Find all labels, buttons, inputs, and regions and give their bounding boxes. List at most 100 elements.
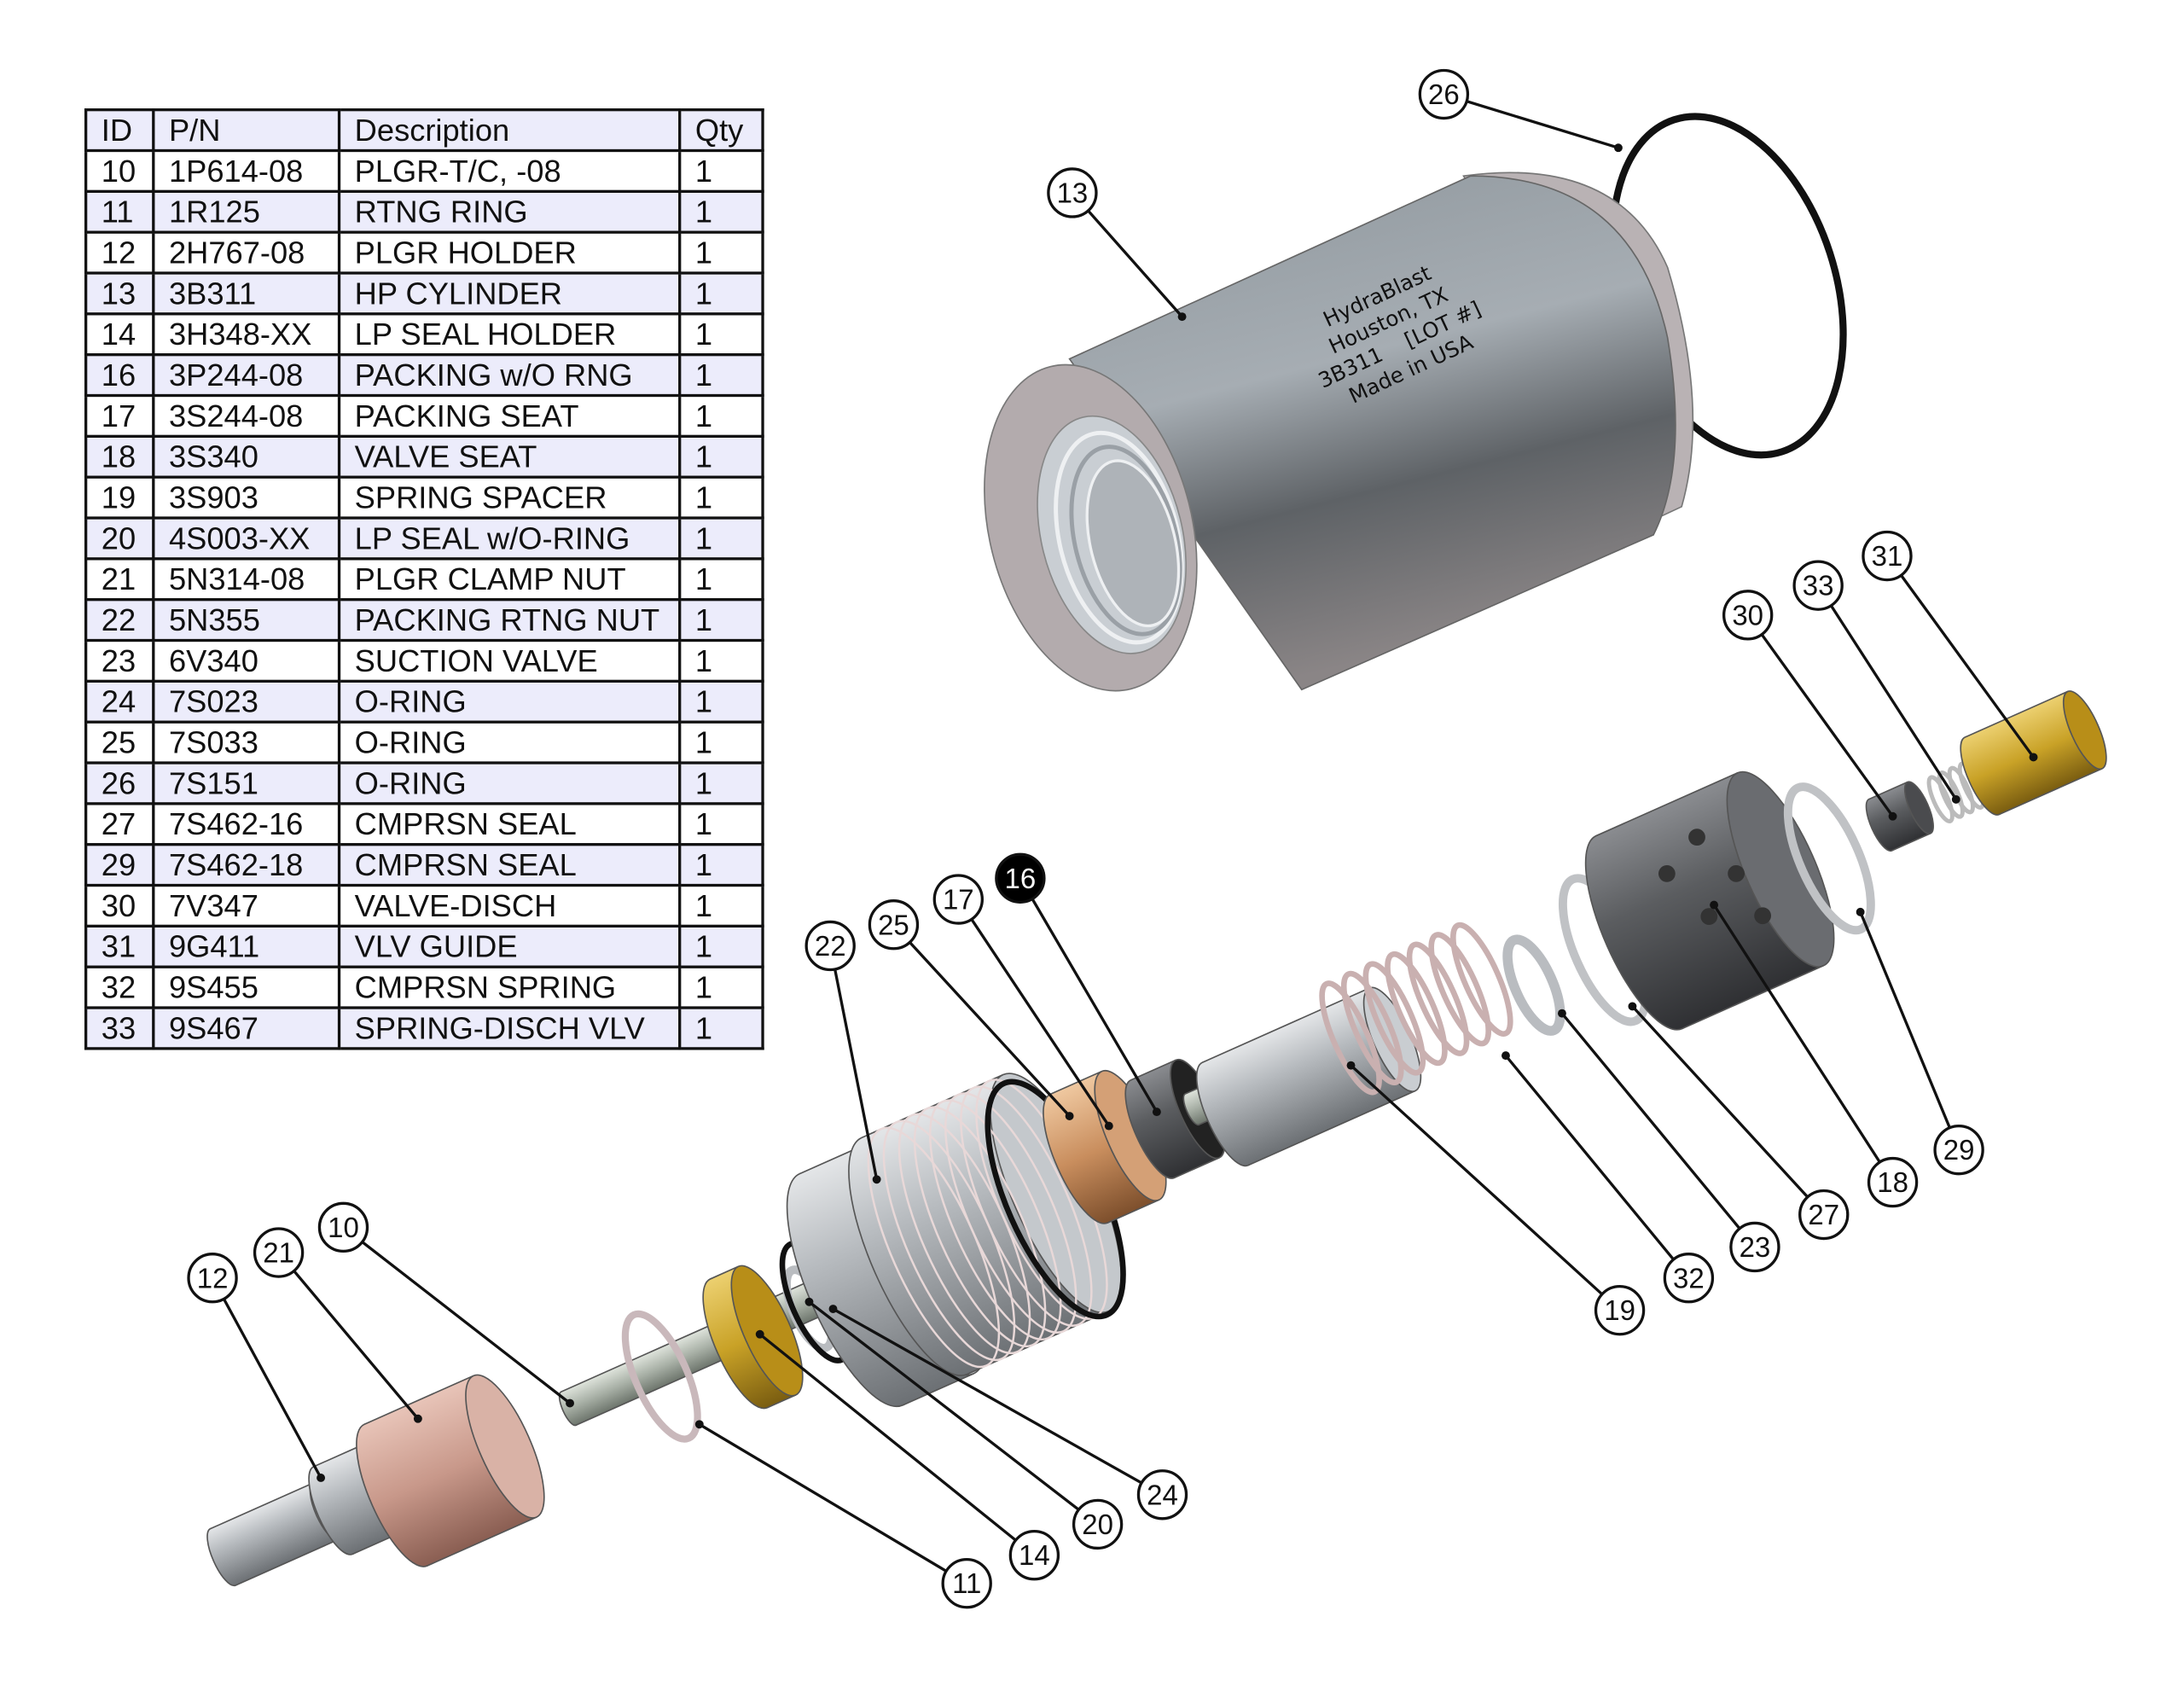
cell-id: 24 (84, 679, 155, 724)
cell-qty: 1 (678, 720, 764, 765)
callout-label: 26 (1428, 78, 1460, 110)
cell-qty: 1 (678, 843, 764, 887)
leader-dot (1502, 1051, 1510, 1061)
callout-bubble (868, 899, 920, 951)
callout-bubble (995, 852, 1046, 904)
callout-27: 27 (1628, 1002, 1850, 1241)
leader-line (1031, 898, 1159, 1113)
leader-dot (1613, 143, 1623, 153)
cell-id: 29 (84, 843, 155, 887)
leader-line (361, 1241, 572, 1404)
hp-cylinder-13: HydraBlast Houston, TX 3B311 [LOT #] Mad… (984, 172, 1694, 692)
callout-29: 29 (1856, 907, 1984, 1176)
callout-bubble (1594, 1284, 1646, 1336)
cell-description: CMPRSN SPRING (337, 965, 682, 1009)
callout-bubble (1862, 530, 1913, 582)
callout-24: 24 (828, 1305, 1188, 1520)
valve-seat-18 (1584, 770, 1835, 1031)
cell-id: 32 (84, 965, 155, 1009)
leader-line (1466, 100, 1619, 149)
callout-11: 11 (694, 1420, 992, 1609)
leader-dot (1710, 900, 1719, 910)
cell-id: 20 (84, 516, 155, 561)
leader-dot (1888, 811, 1897, 821)
cell-qty: 1 (678, 1006, 764, 1050)
cell-pn: 6V340 (152, 638, 341, 683)
callout-bubble (253, 1227, 305, 1278)
callout-bubble (1418, 68, 1470, 120)
leader-dot (1065, 1112, 1074, 1121)
leader-dot (317, 1474, 326, 1482)
cell-pn: 7S462-16 (152, 802, 341, 846)
callout-label: 31 (1872, 540, 1903, 572)
callout-16: 16 (995, 852, 1161, 1117)
cell-id: 19 (84, 475, 155, 520)
leader-line (834, 968, 879, 1180)
callout-33: 33 (1792, 560, 1960, 804)
cell-id: 12 (84, 230, 155, 275)
callout-label: 16 (1005, 863, 1037, 894)
leader-dot (804, 1297, 814, 1306)
cell-description: PACKING RTNG NUT (337, 598, 682, 642)
leader-dot (1557, 1009, 1566, 1018)
cell-qty: 1 (678, 516, 764, 561)
callout-23: 23 (1557, 1009, 1780, 1273)
cell-qty: 1 (678, 475, 764, 520)
callout-bubble (1008, 1530, 1060, 1581)
cell-qty: 1 (678, 312, 764, 357)
leader-dot (1152, 1108, 1161, 1117)
callout-label: 25 (878, 909, 909, 940)
cell-description: LP SEAL w/O-RING (337, 516, 682, 561)
leader-line (293, 1270, 420, 1420)
plunger-clamp-nut-21 (356, 1374, 545, 1567)
table-header-row: ID P/N Description Qty (84, 108, 764, 153)
cell-description: VLV GUIDE (337, 924, 682, 968)
leader-line (909, 941, 1071, 1118)
leader-dot (566, 1398, 574, 1408)
cell-description: O-RING (337, 679, 682, 724)
callout-label: 30 (1732, 599, 1763, 631)
cell-id: 33 (84, 1006, 155, 1050)
callout-22: 22 (804, 920, 881, 1184)
cell-id: 16 (84, 353, 155, 398)
cell-pn: 3P244-08 (152, 353, 341, 398)
callout-label: 14 (1019, 1539, 1050, 1571)
cell-pn: 3H348-XX (152, 312, 341, 357)
column-header-id: ID (84, 108, 155, 153)
cell-pn: 7S462-18 (152, 843, 341, 887)
leader-line (758, 1333, 1017, 1542)
cell-id: 30 (84, 883, 155, 928)
cell-qty: 1 (678, 557, 764, 602)
cell-description: PLGR HOLDER (337, 230, 682, 275)
cell-id: 27 (84, 802, 155, 846)
cell-pn: 3S340 (152, 434, 341, 479)
leader-line (1859, 911, 1951, 1129)
cell-description: PACKING SEAT (337, 393, 682, 438)
callout-bubble (1792, 560, 1844, 611)
cell-qty: 1 (678, 353, 764, 398)
callout-bubble (1722, 590, 1774, 641)
callout-label: 13 (1057, 177, 1089, 209)
callout-label: 22 (815, 930, 846, 962)
callout-bubble (317, 1201, 369, 1253)
callout-bubble (804, 920, 856, 972)
callout-32: 32 (1502, 1051, 1715, 1304)
cell-description: CMPRSN SEAL (337, 802, 682, 846)
leader-line (1631, 1005, 1809, 1198)
cell-pn: 5N355 (152, 598, 341, 642)
